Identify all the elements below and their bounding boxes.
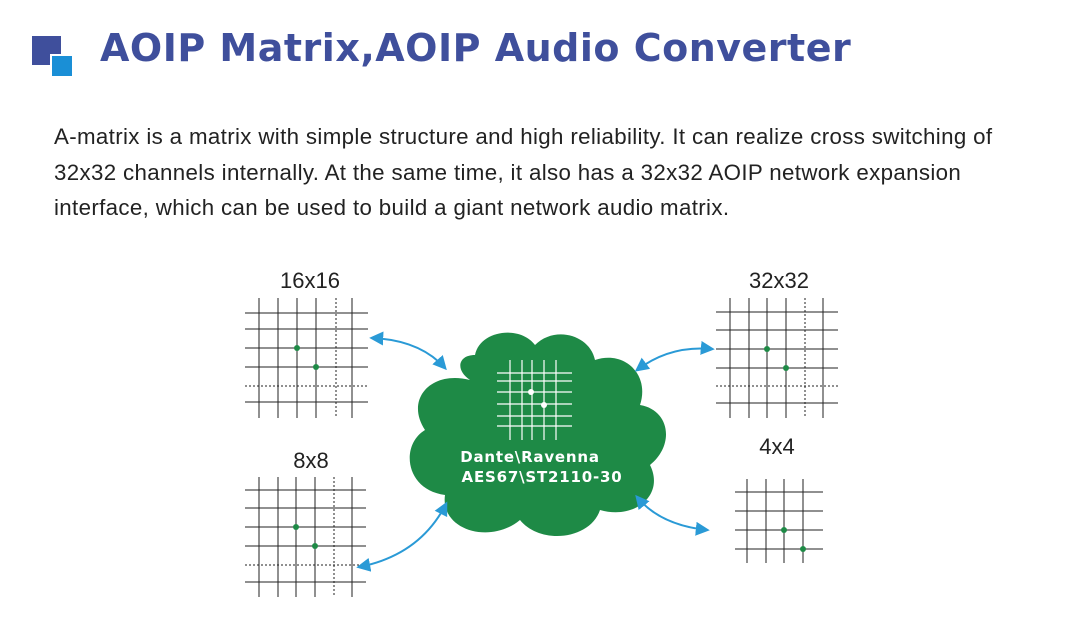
matrix-16x16: 16x16	[245, 268, 368, 418]
cloud-label-standards: AES67\ST2110-30	[462, 468, 623, 486]
matrix-4x4-label: 4x4	[759, 434, 794, 459]
connection-arrows	[356, 331, 715, 572]
cloud-node-2	[541, 402, 547, 408]
matrix-8x8: 8x8	[245, 448, 366, 597]
cloud-node-1	[528, 389, 534, 395]
matrix-16x16-label: 16x16	[280, 268, 340, 293]
matrix-32x32: 32x32	[716, 268, 838, 418]
matrix-4x4: 4x4	[735, 434, 823, 563]
arrow-8x8	[356, 501, 448, 572]
arrow-32x32	[634, 340, 715, 372]
matrix-8x8-label: 8x8	[293, 448, 328, 473]
cloud-label-protocols: Dante\Ravenna	[460, 448, 600, 466]
arrow-4x4	[635, 494, 710, 536]
matrix-32x32-label: 32x32	[749, 268, 809, 293]
title-logo-icon	[32, 36, 72, 76]
description-text: A-matrix is a matrix with simple structu…	[54, 124, 993, 220]
arrow-16x16	[369, 331, 447, 371]
network-cloud: Dante\Ravenna AES67\ST2110-30	[409, 332, 667, 537]
page-title: AOIP Matrix,AOIP Audio Converter	[100, 26, 852, 70]
